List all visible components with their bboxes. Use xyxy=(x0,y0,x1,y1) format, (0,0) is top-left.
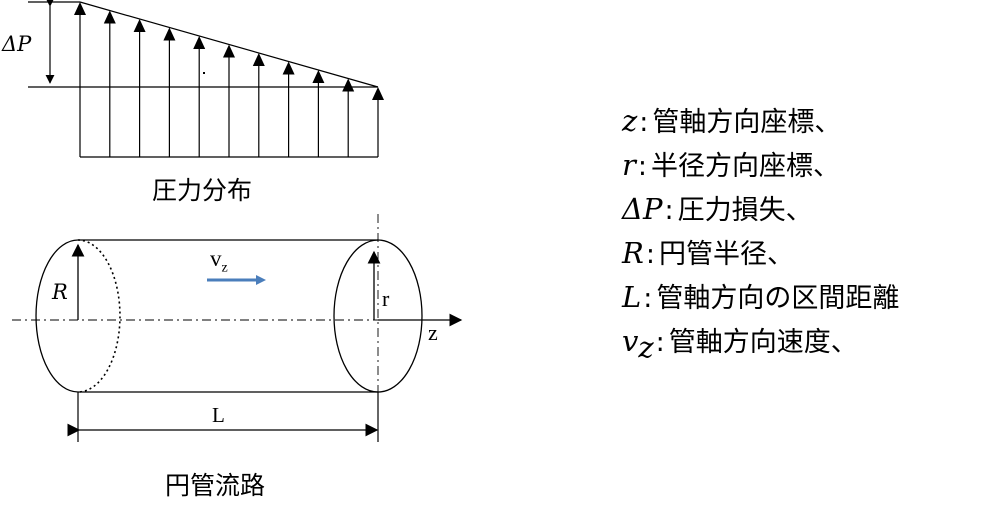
pressure-arrow-head xyxy=(193,36,206,49)
radial-axis-label: r xyxy=(382,286,390,311)
radius-label: R xyxy=(52,280,68,304)
velocity-arrow-head xyxy=(256,275,266,285)
pressure-distribution-caption: 圧力分布 xyxy=(152,176,253,205)
delta-p-label: ΔP xyxy=(2,32,32,56)
legend-description: 管軸方向の区間距離 xyxy=(656,283,900,314)
velocity-subscript: z xyxy=(221,260,228,276)
pipe-left-end-hidden xyxy=(77,239,121,393)
legend-colon: : xyxy=(643,283,653,314)
legend-symbol: r xyxy=(622,148,636,182)
legend-symbol: L xyxy=(622,280,642,314)
pressure-distribution xyxy=(28,0,384,158)
legend-colon: : xyxy=(637,151,647,182)
pressure-arrows xyxy=(74,2,384,157)
legend-symbol: ΔP xyxy=(622,192,663,226)
stray-dot xyxy=(203,72,205,74)
pressure-arrow-head xyxy=(252,53,265,66)
pressure-arrow-head xyxy=(282,61,295,75)
legend-symbol: R xyxy=(622,236,644,270)
pressure-arrow-head xyxy=(312,70,325,83)
legend-symbol: v xyxy=(622,324,639,358)
legend-item: L:管軸方向の区間距離 xyxy=(622,276,899,320)
velocity-label: vz xyxy=(210,246,228,277)
legend-item: ΔP:圧力損失、 xyxy=(622,188,813,232)
axial-axis-label: z xyxy=(428,320,438,345)
legend-colon: : xyxy=(639,107,649,138)
legend-description: 半径方向座標、 xyxy=(650,151,840,182)
pressure-arrow-head xyxy=(74,2,86,15)
legend-description: 管軸方向速度、 xyxy=(668,327,858,358)
pipe-flow-caption: 円管流路 xyxy=(165,471,266,500)
legend-item: r:半径方向座標、 xyxy=(622,144,840,188)
legend-subscript: z xyxy=(638,330,654,365)
pipe-flow xyxy=(12,214,463,442)
legend-description: 圧力損失、 xyxy=(677,195,813,226)
legend-colon: : xyxy=(655,327,665,358)
length-label: L xyxy=(212,403,225,427)
pipe-left-end-front xyxy=(35,239,79,393)
pressure-arrow-head xyxy=(372,87,384,100)
pressure-arrow-head xyxy=(163,27,176,41)
legend-symbol: z xyxy=(622,104,638,138)
legend-item: z:管軸方向座標、 xyxy=(622,100,841,144)
legend-description: 管軸方向座標、 xyxy=(652,107,842,138)
pressure-arrow-head xyxy=(342,78,355,92)
pressure-arrow-head xyxy=(133,19,146,32)
legend-description: 円管半径、 xyxy=(658,239,794,270)
legend-item: R:円管半径、 xyxy=(622,232,794,276)
pressure-arrow-head xyxy=(103,10,116,24)
legend-item: vz:管軸方向速度、 xyxy=(622,320,858,364)
legend-colon: : xyxy=(645,239,655,270)
legend-colon: : xyxy=(664,195,674,226)
velocity-symbol: v xyxy=(210,246,222,271)
pressure-arrow-head xyxy=(223,44,235,58)
